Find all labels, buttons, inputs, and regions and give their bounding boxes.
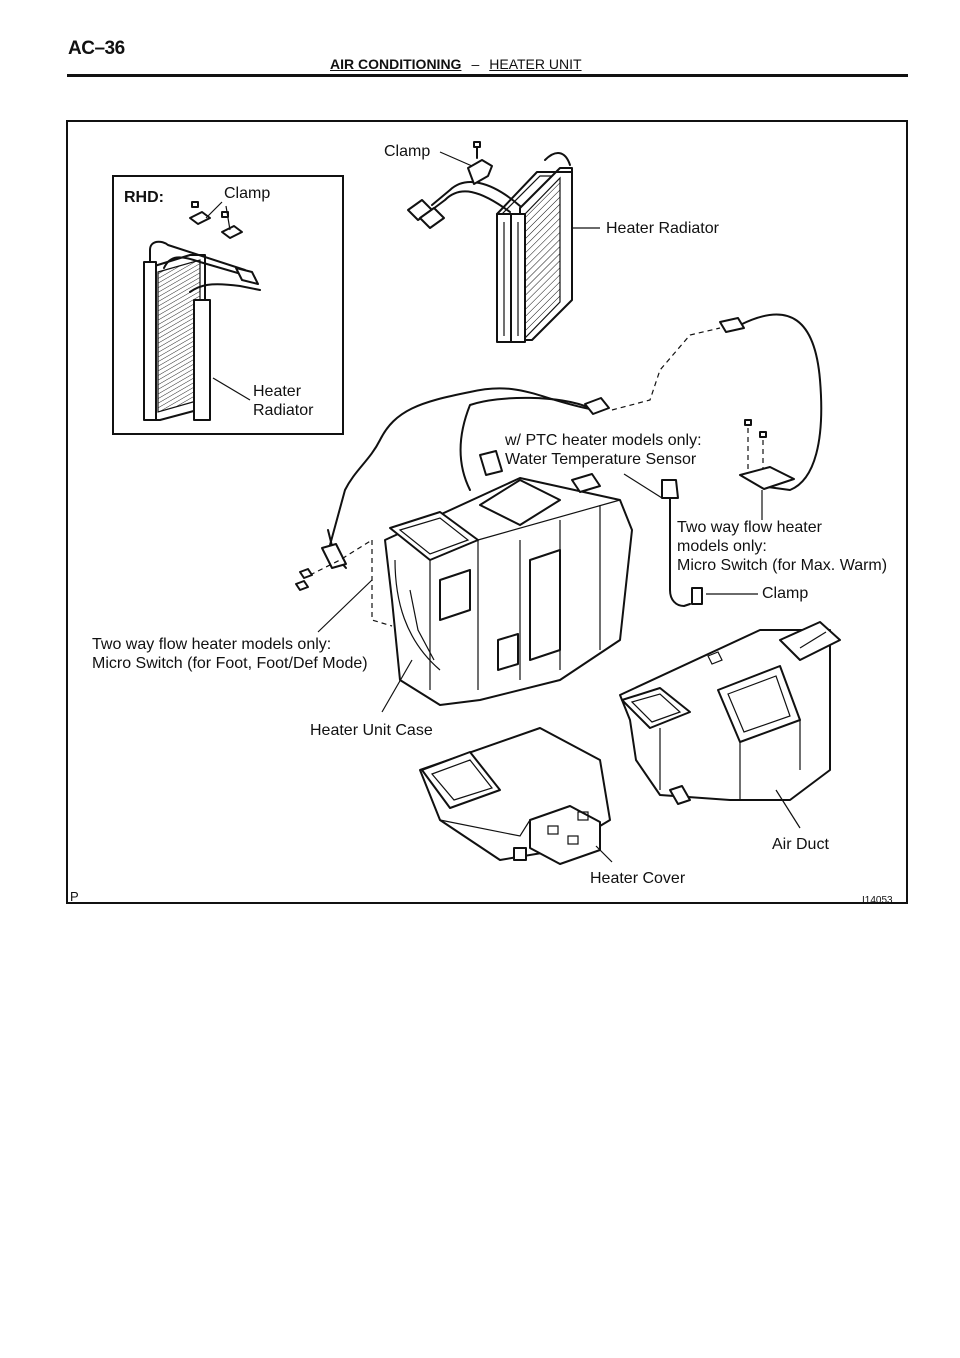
clamp-top-drawing (439, 141, 493, 185)
section-title: AIR CONDITIONING (330, 56, 462, 72)
ptc-sensor-label: w/ PTC heater models only: Water Tempera… (505, 432, 702, 468)
clamp-right-drawing (691, 587, 758, 605)
heater-cover-drawing (419, 727, 611, 865)
micro-switch-max-label: Two way flow heater models only: Micro S… (677, 519, 888, 574)
rhd-clamp-drawing (189, 201, 243, 239)
air-duct-label: Air Duct (772, 836, 829, 853)
heater-cover-label: Heater Cover (590, 870, 686, 887)
rhd-inset-box (112, 175, 344, 435)
figure-code: I14053 (862, 895, 893, 906)
clamp-top-label: Clamp (384, 143, 431, 160)
water-temp-sensor-drawing (623, 473, 691, 607)
rhd-label: RHD: (124, 189, 164, 206)
heater-radiator-drawing (407, 152, 573, 343)
rhd-heater-radiator-label: Heater Radiator (253, 383, 314, 419)
page-number: AC–36 (68, 38, 125, 59)
subsection-title: HEATER UNIT (489, 56, 582, 72)
micro-switch-foot-label: Two way flow heater models only: Micro S… (92, 636, 368, 672)
corner-mark: P (70, 889, 79, 904)
heater-radiator-label: Heater Radiator (606, 220, 719, 237)
micro-switch-max-drawing (739, 419, 795, 520)
header-separator: – (471, 56, 480, 72)
rhd-radiator-drawing (143, 240, 261, 421)
header-rule (67, 74, 908, 77)
clamp-right-label: Clamp (762, 585, 809, 602)
heater-unit-case-drawing (371, 473, 633, 706)
rhd-clamp-label: Clamp (224, 185, 271, 202)
air-duct-drawing (619, 621, 841, 805)
page-header: AIR CONDITIONING–HEATER UNIT (330, 56, 582, 72)
heater-unit-case-label: Heater Unit Case (310, 722, 433, 739)
figure-frame (66, 120, 908, 904)
wiring-harness-drawing (295, 313, 823, 591)
